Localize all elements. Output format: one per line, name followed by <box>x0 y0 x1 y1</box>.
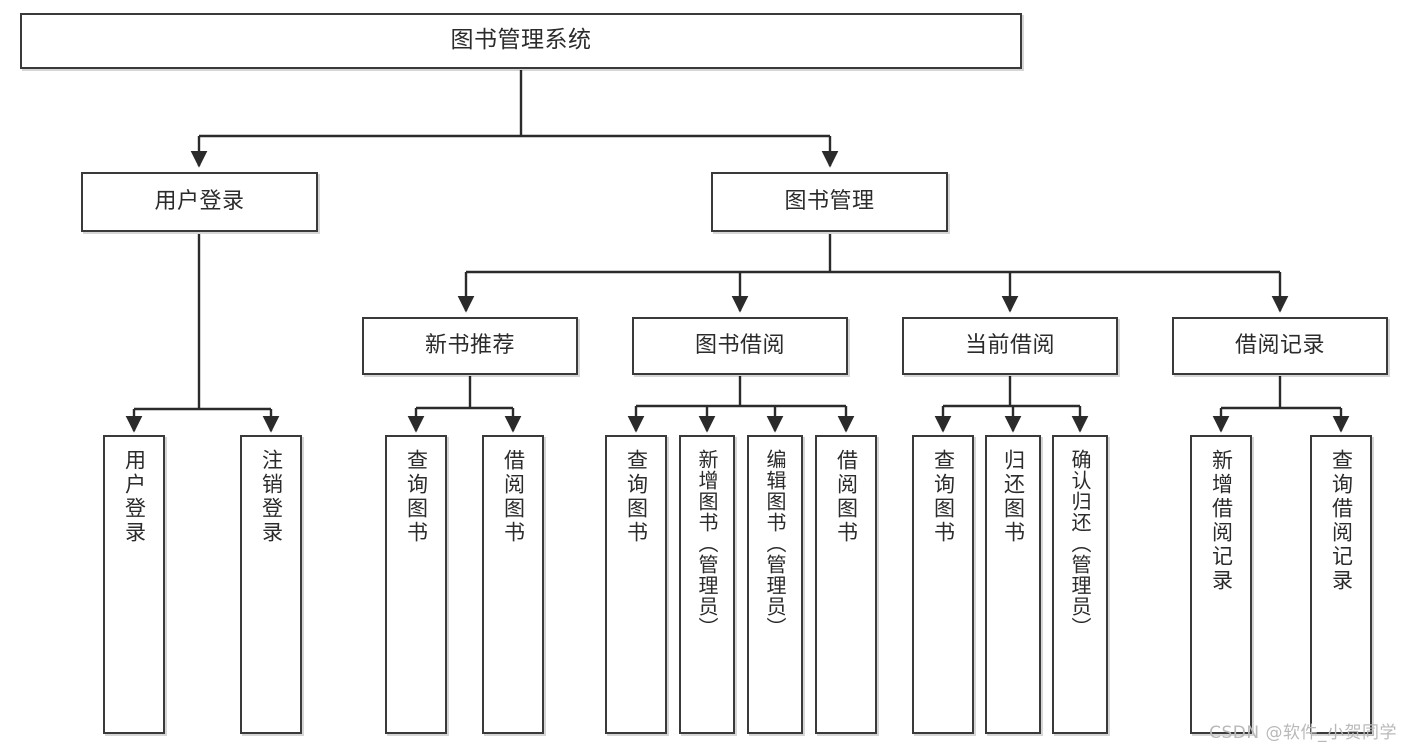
leaf-new-book-borrow[interactable]: 借阅图书 <box>482 435 544 734</box>
leaf-record-add-record[interactable]: 新增借阅记录 <box>1190 435 1252 734</box>
leaf-current-query-book[interactable]: 查询图书 <box>912 435 974 734</box>
leaf-user-login-logout[interactable]: 注销登录 <box>240 435 302 734</box>
node-book-borrow[interactable]: 图书借阅 <box>632 317 848 375</box>
node-label: 借阅记录 <box>1234 332 1325 358</box>
node-label: 新增借阅记录 <box>1209 449 1234 593</box>
node-label: 当前借阅 <box>964 332 1055 358</box>
node-label: 查询图书 <box>624 449 649 545</box>
node-label: 查询图书 <box>404 449 429 545</box>
leaf-borrow-query-book[interactable]: 查询图书 <box>605 435 667 734</box>
node-label: 用户登录 <box>122 449 147 545</box>
node-label: 确认归还（管理员） <box>1068 449 1092 638</box>
leaf-record-query-record[interactable]: 查询借阅记录 <box>1310 435 1372 734</box>
csdn-watermark: CSDN @软件_小贺同学 <box>1209 723 1397 743</box>
node-label: 图书借阅 <box>694 332 785 358</box>
leaf-borrow-edit-book-admin[interactable]: 编辑图书（管理员） <box>747 435 803 734</box>
node-current-borrow[interactable]: 当前借阅 <box>902 317 1118 375</box>
leaf-borrow-borrow-book[interactable]: 借阅图书 <box>815 435 877 734</box>
node-borrow-record[interactable]: 借阅记录 <box>1172 317 1388 375</box>
node-label: 归还图书 <box>1001 449 1026 545</box>
node-label: 借阅图书 <box>501 449 526 545</box>
node-new-book-recommend[interactable]: 新书推荐 <box>362 317 578 375</box>
node-label: 查询借阅记录 <box>1329 449 1354 593</box>
node-label: 新增图书（管理员） <box>695 449 719 638</box>
leaf-new-book-query[interactable]: 查询图书 <box>385 435 447 734</box>
leaf-current-return-book[interactable]: 归还图书 <box>985 435 1041 734</box>
leaf-borrow-add-book-admin[interactable]: 新增图书（管理员） <box>679 435 735 734</box>
leaf-user-login-login[interactable]: 用户登录 <box>103 435 165 734</box>
node-label: 图书管理系统 <box>450 27 592 54</box>
node-label: 新书推荐 <box>424 332 515 358</box>
node-root-system[interactable]: 图书管理系统 <box>20 13 1022 69</box>
node-label: 查询图书 <box>931 449 956 545</box>
node-label: 借阅图书 <box>834 449 859 545</box>
node-label: 编辑图书（管理员） <box>763 449 787 638</box>
leaf-current-confirm-return-admin[interactable]: 确认归还（管理员） <box>1052 435 1108 734</box>
node-label: 注销登录 <box>259 449 284 545</box>
node-label: 图书管理 <box>784 188 875 214</box>
node-book-management[interactable]: 图书管理 <box>711 172 948 232</box>
node-user-login[interactable]: 用户登录 <box>81 172 318 232</box>
node-label: 用户登录 <box>154 188 245 214</box>
